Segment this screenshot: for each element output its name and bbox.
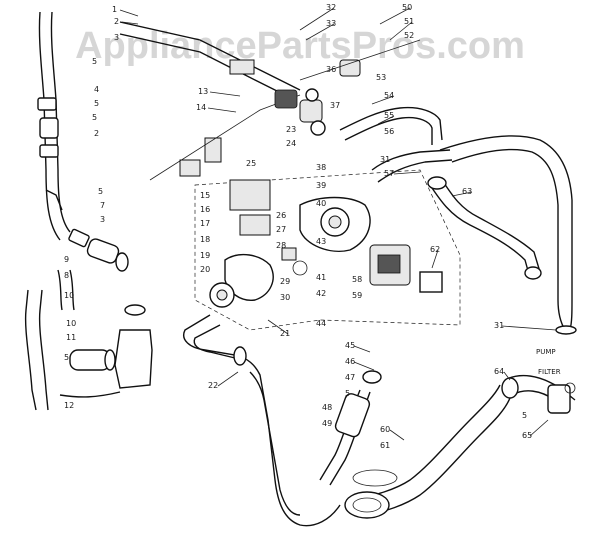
callout-5f: 5 <box>522 411 527 420</box>
callout-59: 59 <box>352 291 362 300</box>
callout-42: 42 <box>316 289 326 298</box>
callout-57: 57 <box>384 169 394 178</box>
callout-41: 41 <box>316 273 326 282</box>
pump-label: PUMP <box>536 348 556 356</box>
callout-54: 54 <box>384 91 394 100</box>
callout-9: 9 <box>64 255 69 264</box>
callout-5d: 5 <box>98 187 103 196</box>
callout-10b: 10 <box>66 319 76 328</box>
callout-13: 13 <box>198 87 208 96</box>
callout-7: 7 <box>100 201 105 210</box>
callout-49: 49 <box>322 419 332 428</box>
callout-44: 44 <box>316 319 326 328</box>
callout-39: 39 <box>316 181 326 190</box>
callout-15: 15 <box>200 191 210 200</box>
callout-38: 38 <box>316 163 326 172</box>
callout-5e: 5 <box>345 389 350 398</box>
callout-24: 24 <box>286 139 296 148</box>
upper-right-hoses <box>339 106 577 335</box>
callout-33: 33 <box>326 19 336 28</box>
callout-51: 51 <box>404 17 414 26</box>
left-hose-assembly <box>24 11 153 411</box>
top-linkage-assembly <box>119 21 421 181</box>
callout-58: 58 <box>352 275 362 284</box>
callout-26: 26 <box>276 211 286 220</box>
callout-3b: 3 <box>100 215 105 224</box>
callout-11: 11 <box>66 333 76 342</box>
callout-5c: 5 <box>92 113 97 122</box>
callout-5b: 5 <box>94 99 99 108</box>
callout-52: 52 <box>404 31 414 40</box>
callout-6: 5 <box>64 353 69 362</box>
callout-28: 28 <box>276 241 286 250</box>
callout-31b: 31 <box>494 321 504 330</box>
pump-housing-assembly <box>194 169 461 331</box>
callout-46: 46 <box>345 357 355 366</box>
callout-60: 60 <box>380 425 390 434</box>
callout-31: 31 <box>380 155 390 164</box>
callout-63: 63 <box>462 187 472 196</box>
callout-43: 43 <box>316 237 326 246</box>
callout-19: 19 <box>200 251 210 260</box>
callout-55: 55 <box>384 111 394 120</box>
lower-right-drain-hose <box>344 374 576 519</box>
callout-18: 18 <box>200 235 210 244</box>
callout-10: 10 <box>64 291 74 300</box>
callout-20: 20 <box>200 265 210 274</box>
callout-3: 3 <box>114 33 119 42</box>
callout-4: 4 <box>94 85 99 94</box>
callout-48: 48 <box>322 403 332 412</box>
callout-12: 12 <box>64 401 74 410</box>
callout-23: 23 <box>286 125 296 134</box>
filter-label: FILTER <box>538 368 561 376</box>
callout-61: 61 <box>380 441 390 450</box>
callout-8: 8 <box>64 271 69 280</box>
callout-56: 56 <box>384 127 394 136</box>
callout-53: 53 <box>376 73 386 82</box>
callout-37: 37 <box>330 101 340 110</box>
callout-45: 45 <box>345 341 355 350</box>
callout-64: 64 <box>494 367 504 376</box>
leader-lines <box>119 7 557 441</box>
hose-22 <box>183 314 382 527</box>
callout-50: 50 <box>402 3 412 12</box>
callout-27: 27 <box>276 225 286 234</box>
callout-1: 1 <box>112 5 117 14</box>
callout-40: 40 <box>316 199 326 208</box>
callout-47: 47 <box>345 373 355 382</box>
callout-62: 62 <box>430 245 440 254</box>
callout-29: 29 <box>280 277 290 286</box>
callout-2b: 2 <box>94 129 99 138</box>
callout-25: 25 <box>246 159 256 168</box>
callout-30: 30 <box>280 293 290 302</box>
watermark-text: AppliancePartsPros.com <box>75 25 525 67</box>
callout-14: 14 <box>196 103 206 112</box>
callout-17: 17 <box>200 219 210 228</box>
callout-32: 32 <box>326 3 336 12</box>
callout-numbers: 1 2 3 5 4 5 5 2 5 7 3 9 8 10 10 11 5 12 … <box>64 3 532 450</box>
callout-36: 36 <box>326 65 336 74</box>
callout-21: 21 <box>280 329 290 338</box>
callout-2: 2 <box>114 17 119 26</box>
callout-65: 65 <box>522 431 532 440</box>
callout-5: 5 <box>92 57 97 66</box>
callout-22: 22 <box>208 381 218 390</box>
callout-16: 16 <box>200 205 210 214</box>
